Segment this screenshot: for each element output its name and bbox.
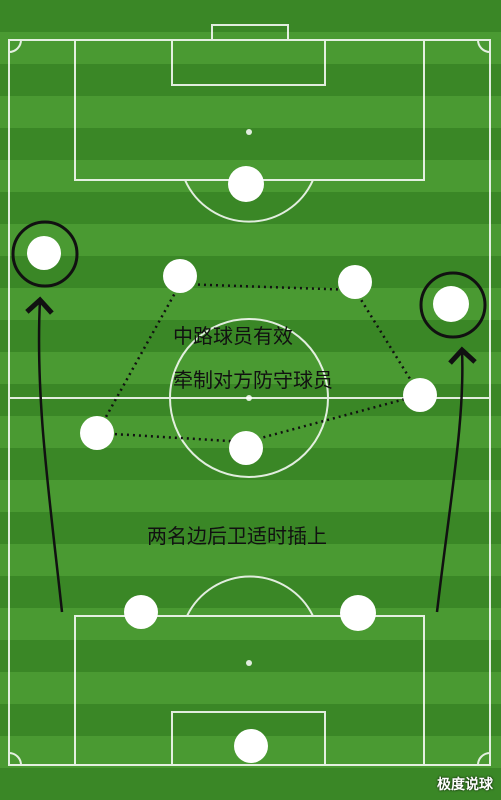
player-right-mid (338, 265, 372, 299)
highlight-rings (11, 220, 487, 339)
left-back-arrow (25, 296, 64, 613)
players (27, 166, 469, 763)
player-center (229, 431, 263, 465)
right-back-arrow (435, 346, 477, 613)
player-right-back (340, 595, 376, 631)
overlap-arrows (25, 296, 477, 613)
center-circle (169, 318, 329, 478)
ring-left-wing (11, 220, 79, 288)
top-penalty-spot (246, 129, 252, 135)
center-spot (246, 395, 252, 401)
opponent-player (228, 166, 264, 202)
player-left-wing (27, 236, 61, 270)
top-penalty-arc (184, 179, 314, 223)
player-left-back (124, 595, 158, 629)
formation-lines (95, 282, 422, 444)
ring-right-wing (419, 271, 487, 339)
watermark: 极度说球 (437, 777, 493, 793)
bottom-penalty-arc (186, 575, 314, 617)
annotation-center-line-1: 中路球员有效 (173, 324, 293, 348)
player-left-center (80, 416, 114, 450)
bottom-penalty-spot (246, 660, 252, 666)
top-goal (211, 24, 289, 41)
annotation-center-line-2: 牵制对方防守球员 (173, 368, 333, 392)
bottom-goal-box (171, 711, 326, 766)
player-left-mid (163, 259, 197, 293)
goalkeeper (234, 729, 268, 763)
player-right-center (403, 378, 437, 412)
player-right-wing (433, 286, 469, 322)
annotation-fullbacks: 两名边后卫适时插上 (147, 524, 327, 548)
